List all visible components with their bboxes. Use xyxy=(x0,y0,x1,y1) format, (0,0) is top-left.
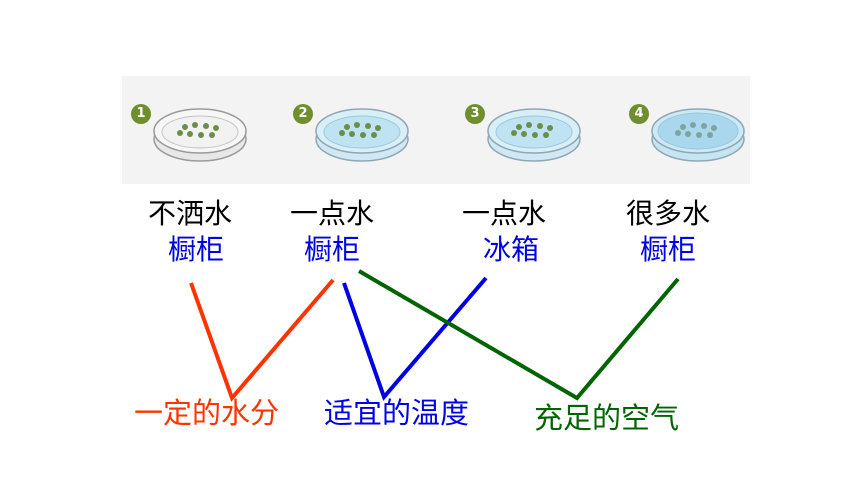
dish-number-2: 2 xyxy=(293,104,313,124)
water-label-1: 不洒水 xyxy=(148,197,233,230)
dish-number-4: 4 xyxy=(629,104,649,124)
factor-label-temperature: 适宜的温度 xyxy=(324,396,470,430)
place-label-3: 冰箱 xyxy=(483,233,540,266)
dish-number-3: 3 xyxy=(465,104,485,124)
petri-dish-2 xyxy=(315,108,409,162)
factor-label-air: 充足的空气 xyxy=(534,401,680,435)
place-label-2: 橱柜 xyxy=(304,233,361,266)
connector-temperature xyxy=(342,276,488,401)
water-label-3: 一点水 xyxy=(462,197,547,230)
place-label-4: 橱柜 xyxy=(640,233,697,266)
place-label-1: 橱柜 xyxy=(168,233,225,266)
connector-air xyxy=(357,269,680,401)
dish-number-1: 1 xyxy=(131,104,151,124)
connector-water xyxy=(189,278,335,402)
water-label-2: 一点水 xyxy=(290,197,375,230)
water-label-4: 很多水 xyxy=(626,197,711,230)
factor-label-water: 一定的水分 xyxy=(134,396,280,430)
petri-dish-3 xyxy=(487,108,581,162)
petri-dish-4 xyxy=(651,108,745,162)
petri-dish-1 xyxy=(153,108,247,162)
